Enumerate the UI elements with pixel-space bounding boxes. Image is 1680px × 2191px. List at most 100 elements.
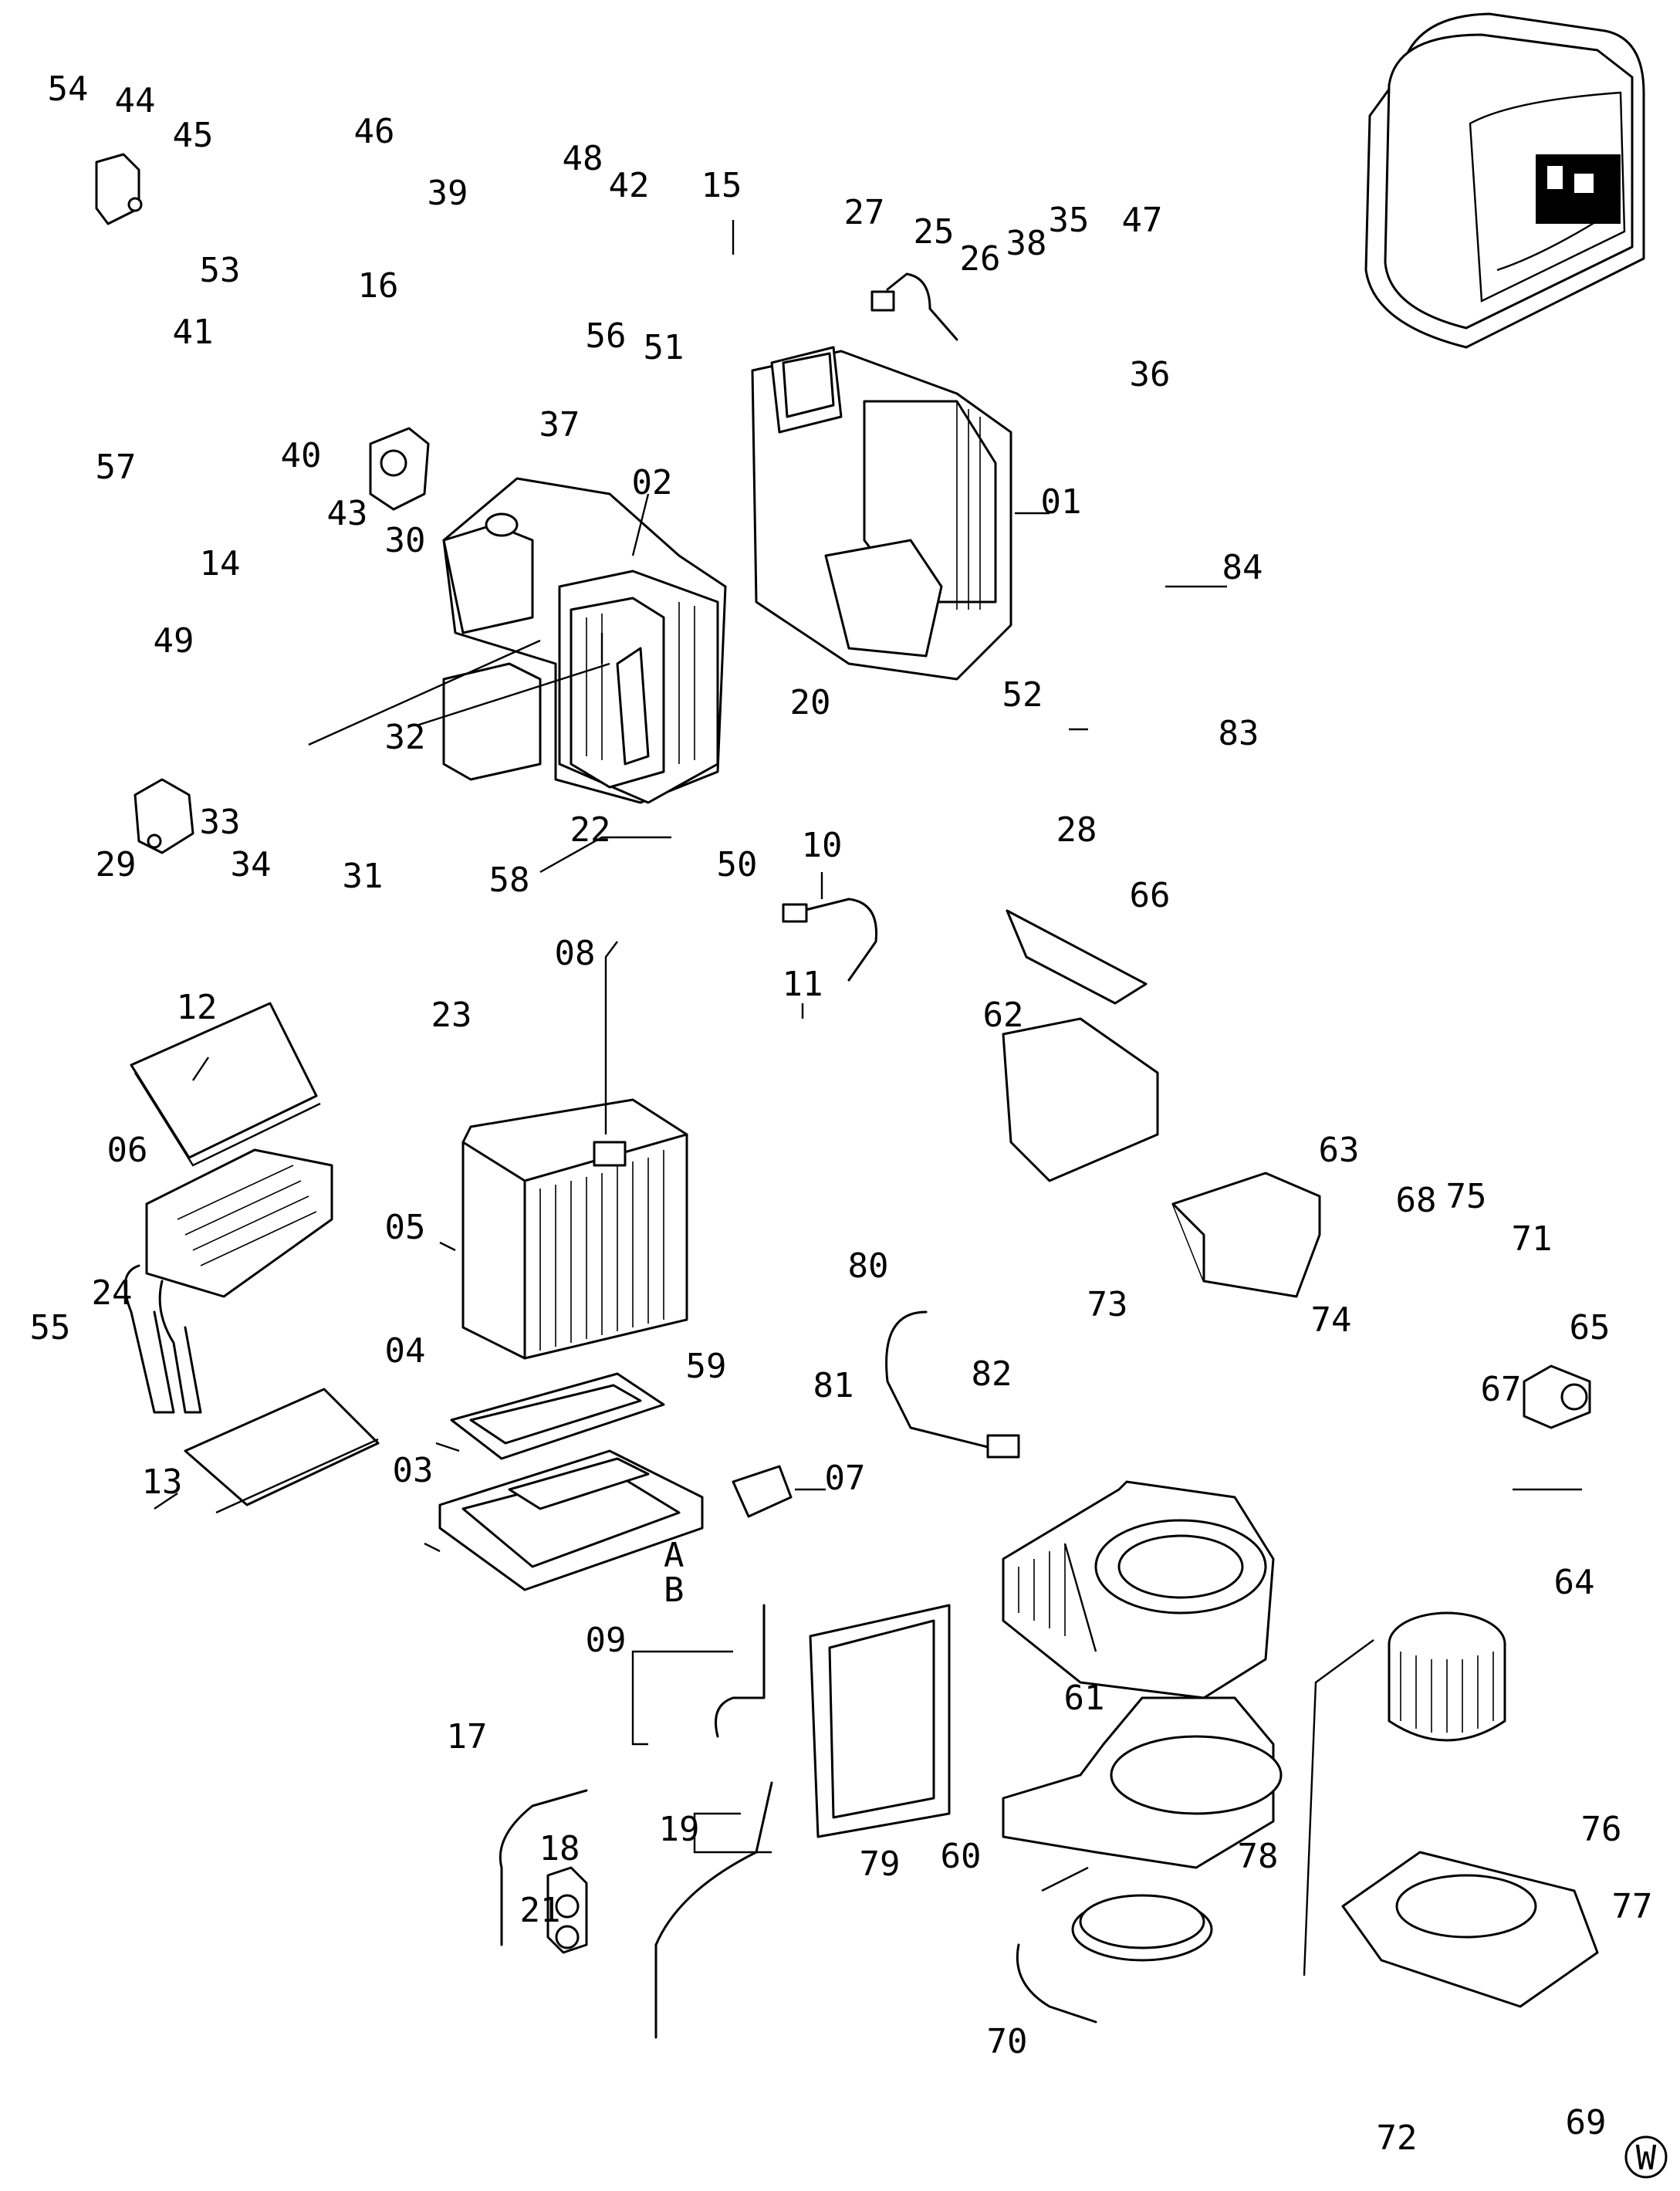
part-label-45: 45 — [173, 116, 214, 155]
part-label-41: 41 — [173, 313, 214, 352]
part-label-83: 83 — [1219, 714, 1259, 753]
part-label-68: 68 — [1396, 1181, 1437, 1220]
part-label-70: 70 — [987, 2022, 1028, 2061]
part-label-21: 21 — [520, 1891, 561, 1930]
part-label-30: 30 — [385, 521, 426, 560]
heater-case-part-02 — [442, 477, 727, 804]
filter-part-66 — [1006, 909, 1148, 1005]
case-part-63 — [1171, 1172, 1321, 1298]
connection-mark-a: A — [664, 1536, 685, 1575]
part-label-05: 05 — [385, 1208, 426, 1247]
air-filter-part-12 — [130, 1002, 321, 1167]
part-label-52: 52 — [1002, 675, 1043, 715]
part-label-32: 32 — [385, 718, 426, 757]
part-label-75: 75 — [1446, 1177, 1487, 1216]
part-label-29: 29 — [96, 845, 137, 884]
gasket-part-79 — [809, 1604, 951, 1838]
part-label-31: 31 — [343, 857, 384, 896]
blower-case-part-60 — [1002, 1696, 1283, 1869]
part-label-10: 10 — [802, 826, 843, 865]
part-label-07: 07 — [825, 1459, 866, 1498]
heater-core-part-06 — [123, 1148, 333, 1414]
part-label-72: 72 — [1377, 2118, 1418, 2158]
part-label-84: 84 — [1222, 548, 1263, 587]
evaporator-part-05 — [461, 1098, 688, 1360]
part-label-14: 14 — [200, 544, 241, 583]
part-label-66: 66 — [1130, 876, 1171, 915]
part-label-60: 60 — [941, 1837, 982, 1876]
part-label-62: 62 — [983, 996, 1024, 1035]
harness-part-25 — [870, 272, 958, 341]
part-label-42: 42 — [609, 166, 650, 205]
part-label-49: 49 — [154, 621, 194, 661]
part-label-53: 53 — [200, 251, 241, 290]
part-label-13: 13 — [142, 1462, 183, 1502]
part-label-22: 22 — [570, 810, 611, 850]
part-label-47: 47 — [1122, 201, 1163, 240]
part-label-65: 65 — [1570, 1308, 1611, 1347]
drain-case-part-03 — [438, 1449, 704, 1591]
part-label-58: 58 — [489, 861, 530, 900]
part-label-50: 50 — [717, 845, 758, 884]
part-label-55: 55 — [30, 1308, 71, 1347]
leader-lines — [154, 220, 1582, 1976]
part-label-46: 46 — [354, 112, 395, 151]
harness-part-10 — [782, 898, 878, 982]
part-label-57: 57 — [96, 448, 137, 487]
part-label-69: 69 — [1566, 2103, 1607, 2142]
part-label-77: 77 — [1612, 1887, 1653, 1926]
part-label-27: 27 — [844, 193, 885, 232]
duct-part-62 — [1002, 1017, 1159, 1182]
drain-tray-part-04 — [450, 1372, 665, 1460]
part-label-74: 74 — [1311, 1300, 1352, 1340]
part-label-80: 80 — [848, 1246, 889, 1286]
part-label-67: 67 — [1481, 1370, 1522, 1409]
part-label-04: 04 — [385, 1331, 426, 1371]
part-label-20: 20 — [790, 683, 831, 722]
part-label-02: 02 — [632, 463, 673, 502]
part-label-43: 43 — [327, 494, 368, 533]
part-label-09: 09 — [586, 1621, 627, 1660]
blower-case-part-61 — [1002, 1480, 1275, 1699]
part-label-11: 11 — [783, 965, 823, 1004]
connection-mark-b: B — [664, 1571, 685, 1610]
corner-mark-text: W — [1636, 2139, 1657, 2178]
heater-case-part-01 — [751, 346, 1012, 681]
part-label-78: 78 — [1238, 1837, 1279, 1876]
part-label-56: 56 — [586, 316, 627, 356]
part-label-01: 01 — [1041, 482, 1082, 522]
part-label-44: 44 — [115, 81, 156, 120]
part-label-06: 06 — [107, 1131, 148, 1170]
part-label-63: 63 — [1319, 1131, 1360, 1170]
harness-part-81 — [885, 1310, 1020, 1459]
part-label-12: 12 — [177, 988, 218, 1027]
part-label-03: 03 — [393, 1451, 434, 1490]
ring-part-78 — [1071, 1894, 1213, 1962]
part-label-08: 08 — [555, 934, 596, 973]
part-label-24: 24 — [92, 1273, 133, 1313]
part-label-82: 82 — [972, 1354, 1012, 1394]
part-label-37: 37 — [539, 405, 580, 445]
pipe-part-09 — [715, 1604, 766, 1738]
part-label-33: 33 — [200, 803, 241, 842]
cab-locator-thumbnail — [1364, 12, 1645, 349]
part-label-26: 26 — [960, 239, 1001, 279]
blower-motor-part-64 — [1388, 1611, 1506, 1742]
part-label-71: 71 — [1512, 1219, 1553, 1259]
part-label-48: 48 — [563, 139, 603, 178]
actuator-part-30 — [369, 427, 430, 511]
hose-part-19 — [654, 1781, 773, 2039]
bracket-part-69 — [1341, 1851, 1599, 2008]
part-label-19: 19 — [659, 1810, 700, 1849]
part-label-15: 15 — [701, 166, 742, 205]
actuator-part-29 — [134, 778, 194, 854]
part-label-61: 61 — [1064, 1679, 1105, 1718]
part-label-25: 25 — [914, 212, 955, 252]
part-label-40: 40 — [281, 436, 322, 475]
valve-part-07 — [732, 1465, 793, 1518]
part-label-51: 51 — [644, 328, 685, 367]
part-label-64: 64 — [1554, 1563, 1595, 1602]
part-label-34: 34 — [231, 845, 272, 884]
